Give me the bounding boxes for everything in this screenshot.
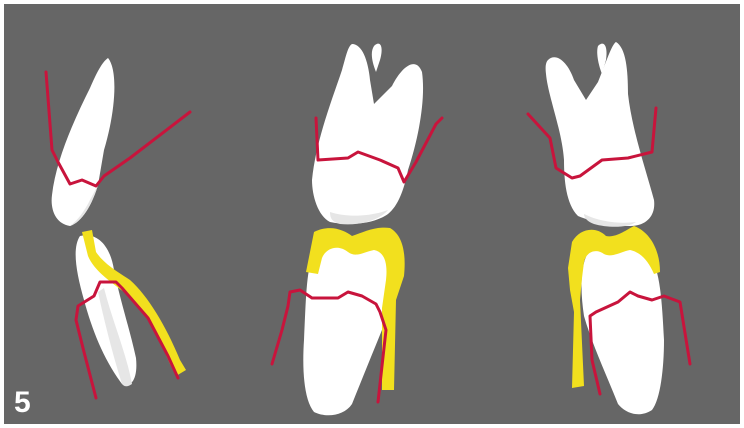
middle-upper-tooth (312, 44, 423, 224)
middle-tooth-pair (272, 44, 442, 416)
left-upper-tooth (52, 58, 115, 226)
figure-number: 5 (14, 388, 31, 418)
right-tooth-pair (528, 42, 690, 414)
right-upper-tooth (546, 42, 655, 226)
right-lower-tooth (582, 247, 664, 415)
left-tooth-pair (46, 58, 190, 398)
middle-upper-notch (372, 44, 382, 72)
